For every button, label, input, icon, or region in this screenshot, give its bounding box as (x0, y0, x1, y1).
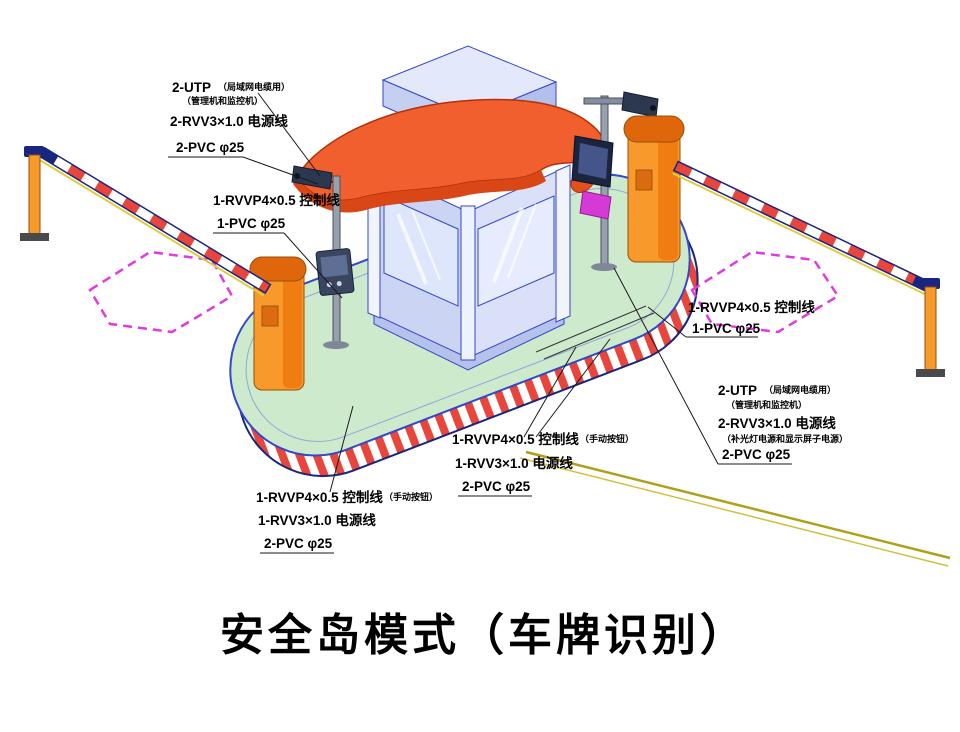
label-power: 2-RVV3×1.0 电源线 (718, 415, 836, 431)
post-pole (28, 154, 41, 236)
label-control: 1-RVVP4×0.5 控制线 (256, 489, 383, 505)
label-control: 1-RVVP4×0.5 控制线 (452, 431, 579, 447)
road-edge-line (525, 450, 951, 560)
label-pvc: 2-PVC φ25 (176, 140, 245, 155)
roof-fascia (293, 170, 546, 213)
card-reader (315, 248, 355, 296)
reader-button (336, 281, 342, 287)
label-pvc: 2-PVC φ25 (462, 479, 531, 494)
window-glare (411, 209, 441, 281)
label-utp-note2: （管理机和监控机） (726, 399, 807, 410)
left-camera-pole (291, 165, 355, 349)
conduit-lines (535, 305, 655, 360)
post-cap (920, 278, 940, 289)
label-power-note: （补光灯电源和显示屏子电源） (722, 433, 848, 444)
label-left-mid: 1-RVVP4×0.5 控制线 1-PVC φ25 (213, 192, 340, 231)
label-utp: 2-UTP (172, 80, 211, 95)
leader-lines (168, 92, 792, 554)
label-pvc: 2-PVC φ25 (264, 536, 333, 551)
label-control-note: （手动按钮） (580, 433, 634, 444)
label-control: 1-RVVP4×0.5 控制线 (213, 192, 340, 208)
arm-yellow-strip (37, 157, 265, 297)
arm-end-cap (39, 147, 59, 165)
label-pvc: 1-PVC φ25 (692, 321, 761, 336)
label-utp: 2-UTP (718, 383, 757, 398)
window-glare (492, 207, 524, 283)
booth-corner-pilaster (460, 205, 476, 361)
road-edge-lines (519, 450, 951, 567)
post-base (20, 233, 49, 241)
label-center-block: 1-RVVP4×0.5 控制线 （手动按钮） 1-RVV3×1.0 电源线 2-… (452, 431, 634, 494)
label-utp-note1: （局域网电缆用） (764, 384, 836, 395)
left-barrier-arm (37, 146, 272, 297)
window-glare (396, 213, 428, 285)
label-power: 1-RVV3×1.0 电源线 (258, 512, 376, 528)
arm-yellow-strip (672, 172, 926, 296)
label-right-block: 2-UTP （局域网电缆用） （管理机和监控机） 2-RVV3×1.0 电源线 … (718, 383, 848, 462)
label-pvc: 2-PVC φ25 (722, 447, 791, 462)
gate-top-cap (249, 256, 307, 282)
post-cap (24, 146, 44, 157)
label-utp-note2: （管理机和监控机） (182, 95, 263, 106)
gate-top-cap (623, 115, 685, 143)
reader-screen (320, 254, 349, 278)
window-glare (507, 203, 537, 279)
lpr-camera-icon (291, 165, 333, 190)
right-camera-pole (571, 91, 659, 271)
gate-body-shade (658, 130, 678, 260)
reader-button (326, 282, 332, 288)
fill-light (579, 190, 612, 220)
label-top-left: 2-UTP （局域网电缆用） （管理机和监控机） 2-RVV3×1.0 电源线 … (170, 80, 290, 155)
post-pole (924, 286, 937, 372)
pole-base (323, 341, 349, 349)
guard-booth (293, 45, 604, 371)
label-control-note: （手动按钮） (384, 491, 438, 502)
pole-base (591, 263, 617, 271)
booth-right-pilaster (555, 164, 571, 323)
arm-striped-bar (672, 160, 932, 293)
camera-lens-icon (650, 105, 656, 111)
label-control: 1-RVVP4×0.5 控制线 (688, 299, 815, 315)
label-utp-note1: （局域网电缆用） (218, 81, 290, 92)
left-gate-machine (249, 256, 307, 391)
lpr-camera-icon (621, 91, 659, 118)
label-power: 1-RVV3×1.0 电源线 (455, 455, 573, 471)
right-barrier-arm (672, 160, 932, 296)
gate-panel (635, 169, 653, 191)
label-right-mid: 1-RVVP4×0.5 控制线 1-PVC φ25 (688, 299, 815, 336)
post-base (916, 369, 945, 377)
road-edge-line (519, 457, 949, 567)
right-support-post (916, 278, 945, 377)
vehicle-loop-right (690, 250, 840, 334)
left-support-post (20, 146, 49, 241)
gate-body-shade (283, 268, 302, 388)
vehicle-loop-left (88, 250, 234, 334)
led-display-screen (578, 143, 608, 179)
label-left-block: 1-RVVP4×0.5 控制线 （手动按钮） 1-RVV3×1.0 电源线 2-… (256, 489, 438, 551)
label-power: 2-RVV3×1.0 电源线 (170, 113, 288, 129)
right-gate-machine (623, 115, 685, 263)
page-title: 安全岛模式（车牌识别） (220, 610, 748, 660)
gate-panel (261, 305, 279, 327)
label-pvc: 1-PVC φ25 (217, 216, 286, 231)
